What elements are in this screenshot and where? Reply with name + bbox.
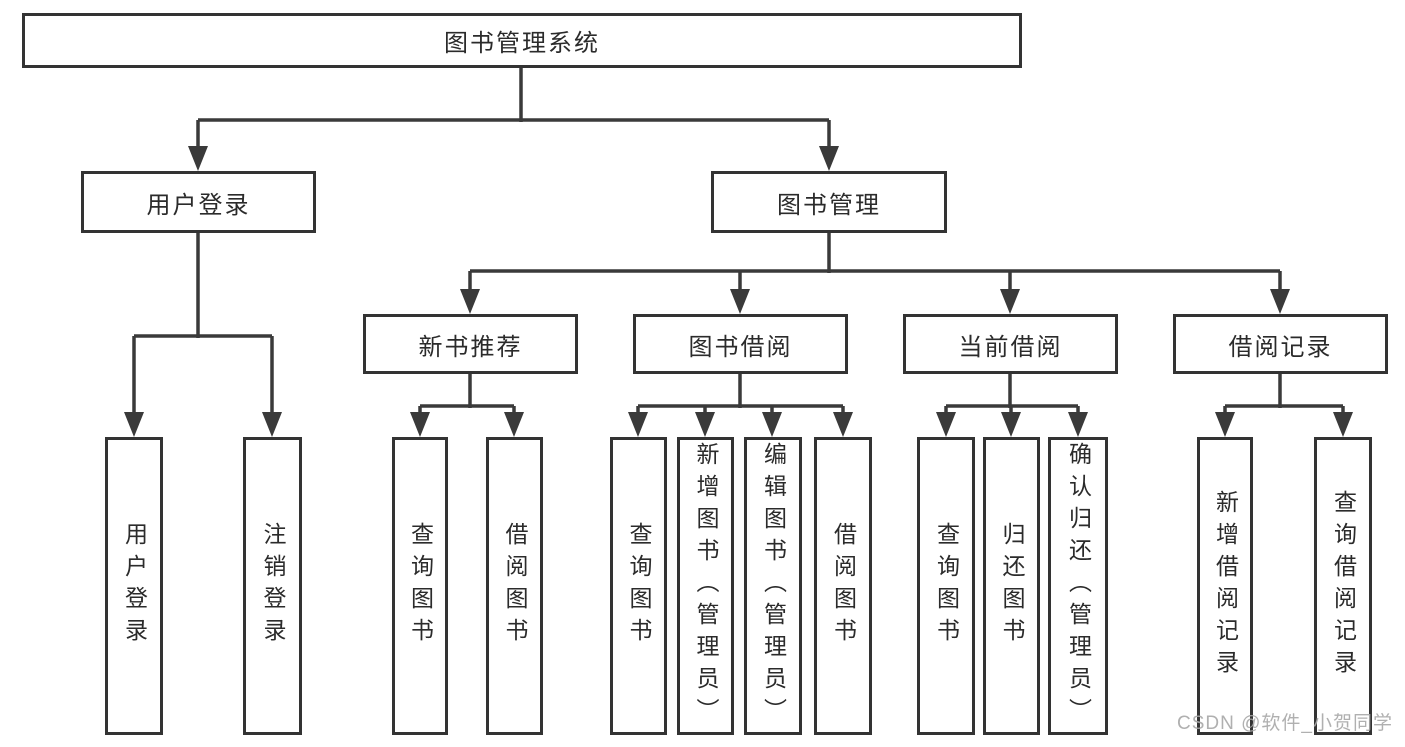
node-leaf-return-book: 归还图书 bbox=[983, 437, 1040, 735]
node-leaf-add-book-admin: 新增图书（管理员） bbox=[677, 437, 734, 735]
node-current-borrowing: 当前借阅 bbox=[903, 314, 1118, 374]
node-leaf-query-books-recommend: 查询图书 bbox=[392, 437, 448, 735]
node-root: 图书管理系统 bbox=[22, 13, 1022, 68]
node-leaf-edit-book-admin: 编辑图书（管理员） bbox=[744, 437, 802, 735]
node-leaf-borrow-books-borrow: 借阅图书 bbox=[814, 437, 872, 735]
connector-lines bbox=[132, 68, 1345, 415]
arrowhead-icons bbox=[124, 146, 1353, 437]
node-new-book-recommendation: 新书推荐 bbox=[363, 314, 578, 374]
node-leaf-query-borrow-record: 查询借阅记录 bbox=[1314, 437, 1372, 735]
node-book-management: 图书管理 bbox=[711, 171, 947, 233]
node-borrowing-records: 借阅记录 bbox=[1173, 314, 1388, 374]
csdn-watermark: CSDN @软件_小贺同学 bbox=[1177, 713, 1393, 734]
node-leaf-borrow-books-recommend: 借阅图书 bbox=[486, 437, 543, 735]
node-leaf-logout: 注销登录 bbox=[243, 437, 302, 735]
node-leaf-add-borrow-record: 新增借阅记录 bbox=[1197, 437, 1253, 735]
node-leaf-confirm-return-admin: 确认归还（管理员） bbox=[1048, 437, 1108, 735]
node-book-borrowing: 图书借阅 bbox=[633, 314, 848, 374]
node-user-login: 用户登录 bbox=[81, 171, 316, 233]
node-leaf-user-login: 用户登录 bbox=[105, 437, 163, 735]
node-leaf-query-books-current: 查询图书 bbox=[917, 437, 975, 735]
node-leaf-query-books-borrow: 查询图书 bbox=[610, 437, 667, 735]
